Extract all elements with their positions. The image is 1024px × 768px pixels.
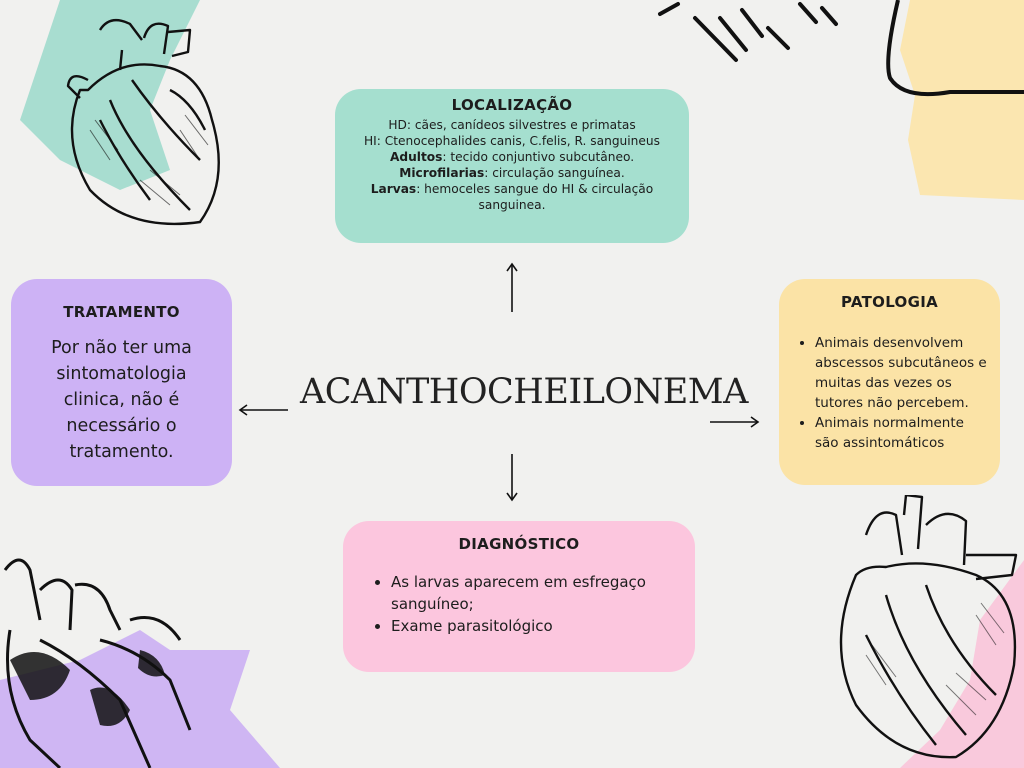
patologia-item: Animais desenvolvem abscessos subcutâneo… xyxy=(815,333,990,413)
tratamento-box: TRATAMENTO Por não ter uma sintomatologi… xyxy=(11,279,232,486)
mint-blob-top-left xyxy=(20,0,200,190)
central-title: ACANTHOCHEILONEMA xyxy=(300,372,748,412)
larvas-text: : hemoceles sangue do HI & circulação sa… xyxy=(416,182,654,212)
tratamento-text: Por não ter uma sintomatologia clinica, … xyxy=(51,338,192,462)
lavender-blob-bottom-left xyxy=(0,630,280,768)
diagnostico-title: DIAGNÓSTICO xyxy=(458,535,580,553)
localizacao-hi: HI: Ctenocephalides canis, C.felis, R. s… xyxy=(364,134,660,148)
adultos-text: : tecido conjuntivo subcutâneo. xyxy=(442,150,635,164)
localizacao-box: LOCALIZAÇÃO HD: cães, canídeos silvestre… xyxy=(335,89,689,243)
microfilarias-text: : circulação sanguínea. xyxy=(484,166,625,180)
heart-sketch-icon xyxy=(839,495,1018,759)
patologia-item: Animais normalmente são assintomáticos xyxy=(815,413,990,453)
pink-blob-bottom-right xyxy=(900,560,1024,768)
adultos-label: Adultos xyxy=(389,150,443,164)
arrow-up-icon xyxy=(506,262,518,312)
microfilarias-label: Microfilarias xyxy=(399,166,485,180)
arrow-left-icon xyxy=(238,404,288,416)
diagnostico-box: DIAGNÓSTICO As larvas aparecem em esfreg… xyxy=(343,521,695,672)
patologia-list: Animais desenvolvem abscessos subcutâneo… xyxy=(779,333,1000,453)
localizacao-title: LOCALIZAÇÃO xyxy=(451,96,573,114)
localizacao-microfilarias: Microfilarias: circulação sanguínea. xyxy=(335,165,689,181)
diagnostico-item: Exame parasitológico xyxy=(391,615,677,637)
localizacao-hd: HD: cães, canídeos silvestres e primatas xyxy=(388,118,636,132)
localizacao-larvas: Larvas: hemoceles sangue do HI & circula… xyxy=(335,181,689,213)
yellow-blob-top-right xyxy=(886,0,1024,200)
larvas-label: Larvas xyxy=(370,182,417,196)
localizacao-adultos: Adultos: tecido conjuntivo subcutâneo. xyxy=(335,149,689,165)
arrow-down-icon xyxy=(506,454,518,502)
diagnostico-list: As larvas aparecem em esfregaço sanguíne… xyxy=(343,571,695,637)
patologia-title: PATOLOGIA xyxy=(840,293,939,311)
patologia-box: PATOLOGIA Animais desenvolvem abscessos … xyxy=(779,279,1000,485)
diagnostico-item: As larvas aparecem em esfregaço sanguíne… xyxy=(391,571,677,615)
ink-strokes-top xyxy=(658,2,838,62)
heart-sketch-icon xyxy=(3,558,192,768)
arrow-right-icon xyxy=(710,416,760,428)
heart-sketch-icon xyxy=(66,18,220,226)
tratamento-title: TRATAMENTO xyxy=(63,303,180,321)
